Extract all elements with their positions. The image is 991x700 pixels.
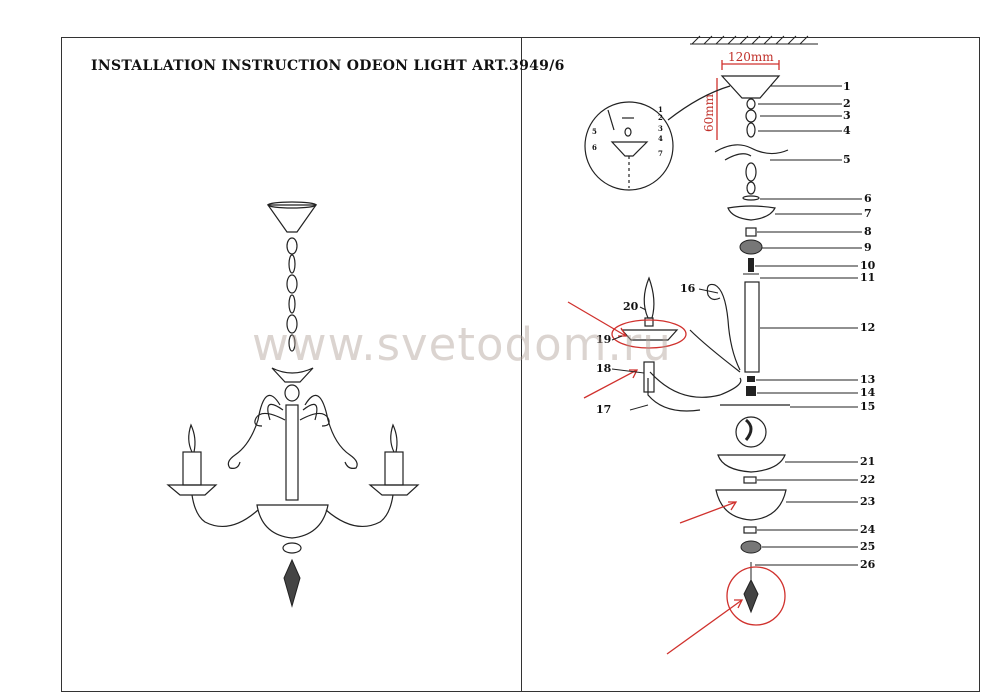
inset-label: 7 bbox=[658, 149, 663, 158]
part-label: 22 bbox=[860, 473, 875, 486]
inset-label: 2 bbox=[658, 113, 663, 122]
panel-divider bbox=[521, 37, 522, 692]
part-label: 13 bbox=[860, 373, 875, 386]
annotation-arrows bbox=[567, 301, 744, 655]
part-label: 1 bbox=[843, 80, 851, 93]
chain bbox=[286, 237, 298, 352]
inset-detail bbox=[607, 109, 649, 188]
part-label: 25 bbox=[860, 540, 875, 553]
part-label: 16 bbox=[680, 282, 696, 295]
part-labels: 1 2 3 4 5 6 7 8 9 10 11 12 13 14 15 16 1… bbox=[596, 80, 876, 571]
part-label: 15 bbox=[860, 400, 875, 413]
part-label: 21 bbox=[860, 455, 875, 468]
watermark: www.svetodom.ru bbox=[252, 318, 672, 371]
assembled-chandelier bbox=[166, 201, 420, 608]
dim-height-label: 60mm bbox=[702, 93, 716, 132]
drawing-frame bbox=[61, 37, 980, 692]
part-label: 17 bbox=[596, 403, 611, 416]
part-label: 19 bbox=[596, 333, 611, 346]
ceiling-hatch bbox=[690, 35, 818, 45]
part-label: 2 bbox=[843, 97, 851, 110]
part-label: 24 bbox=[860, 523, 876, 536]
part-label: 20 bbox=[623, 300, 639, 313]
part-label: 3 bbox=[843, 109, 851, 122]
part-label: 12 bbox=[860, 321, 875, 334]
part-label: 4 bbox=[843, 124, 851, 137]
part-label: 7 bbox=[864, 207, 872, 220]
inset-labels: 1 2 3 4 5 6 7 bbox=[592, 105, 663, 158]
part-label: 9 bbox=[864, 241, 872, 254]
part-label: 8 bbox=[864, 225, 872, 238]
part-label: 18 bbox=[596, 362, 612, 375]
inset-label: 1 bbox=[658, 105, 663, 114]
page-title: INSTALLATION INSTRUCTION ODEON LIGHT ART… bbox=[91, 58, 565, 74]
part-label: 5 bbox=[843, 153, 851, 166]
part-label: 11 bbox=[860, 271, 875, 284]
inset-label: 4 bbox=[658, 134, 663, 143]
exploded-view: 120mm 60mm bbox=[567, 35, 862, 655]
part-label: 26 bbox=[860, 558, 876, 571]
part-label: 10 bbox=[860, 259, 876, 272]
inset-label: 3 bbox=[658, 124, 663, 133]
leader-lines bbox=[611, 85, 862, 566]
part-label: 6 bbox=[864, 192, 872, 205]
part-label: 14 bbox=[860, 386, 876, 399]
inset-label: 5 bbox=[592, 127, 597, 136]
dim-width-label: 120mm bbox=[728, 50, 774, 64]
part-label: 23 bbox=[860, 495, 875, 508]
inset-label: 6 bbox=[592, 143, 597, 152]
